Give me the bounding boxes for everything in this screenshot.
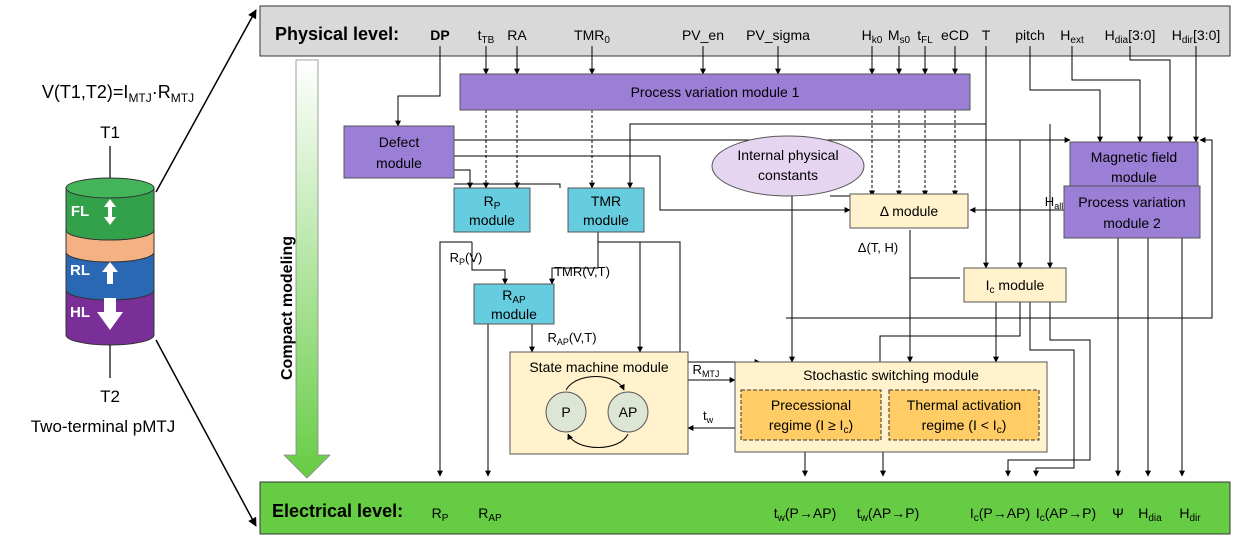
layer-rl-label: RL <box>70 262 90 279</box>
svg-text:Process variation module 1: Process variation module 1 <box>631 84 800 100</box>
output-rap: RAP <box>478 505 502 524</box>
mtj-equation: V(T1,T2)=IMTJ·RMTJ <box>42 82 194 105</box>
param-hdia: Hdia[3:0] <box>1105 27 1156 46</box>
compact-modeling-arrow: Compact modeling <box>279 59 331 479</box>
physical-level-bar <box>259 5 1231 57</box>
param-dp: DP <box>430 27 449 43</box>
layer-hl-label: HL <box>70 304 90 321</box>
electrical-level-bar <box>259 481 1231 535</box>
signal-rmtj: RMTJ <box>693 362 720 379</box>
svg-text:module: module <box>376 155 422 171</box>
stochastic-switching-module: Stochastic switching module Precessional… <box>734 361 1048 453</box>
precessional-regime <box>740 389 882 441</box>
magnetic-field-module: Magnetic field module <box>1069 141 1199 191</box>
physical-parameters: DP tTB RA TMR0 PV_en PV_sigma Hk0 Ms0 tF… <box>430 27 1220 46</box>
state-ap <box>607 391 649 433</box>
svg-text:TMR: TMR <box>591 193 621 209</box>
fl-bidirectional-arrow-icon <box>104 199 116 225</box>
process-variation-module-1: Process variation module 1 <box>459 73 971 111</box>
thermal-activation-regime <box>888 389 1040 441</box>
svg-text:Δ module: Δ module <box>880 203 939 219</box>
compact-modeling-label: Compact modeling <box>279 236 296 380</box>
output-psi: Ψ <box>1112 505 1124 521</box>
rap-module: RAP module <box>473 283 555 325</box>
output-rp: RP <box>432 505 449 524</box>
output-ic-p-ap: Ic(P→AP) <box>970 505 1030 524</box>
output-tw-ap-p: tw(AP→P) <box>857 505 919 524</box>
electrical-level-title: Electrical level: <box>272 501 403 521</box>
pmtj-illustration: V(T1,T2)=IMTJ·RMTJ T1 FL RL HL T2 Two-te… <box>31 9 257 527</box>
state-machine-module: State machine module P AP <box>509 351 689 455</box>
terminal-t1: T1 <box>100 123 120 142</box>
svg-text:Stochastic switching module: Stochastic switching module <box>803 367 979 383</box>
param-hk0: Hk0 <box>862 27 883 46</box>
connections <box>395 46 1213 477</box>
physical-level-title: Physical level: <box>275 24 399 44</box>
param-tmr0: TMR0 <box>574 27 610 46</box>
output-hdir: Hdir <box>1179 505 1201 524</box>
svg-text:Thermal activation: Thermal activation <box>907 397 1021 413</box>
param-ttb: tTB <box>478 27 495 46</box>
layer-fl-label: FL <box>71 203 89 220</box>
param-hdir: Hdir[3:0] <box>1172 27 1221 46</box>
param-tfl: tFL <box>917 27 933 46</box>
svg-text:module: module <box>491 306 537 322</box>
rl-up-arrow-icon <box>102 262 118 284</box>
signal-tmr-vt: TMR(V,T) <box>554 264 610 279</box>
process-variation-module-2: Process variation module 2 <box>1063 185 1201 239</box>
signal-rp-v: RP(V) <box>450 250 483 267</box>
rp-module: RP module <box>453 187 531 233</box>
internal-constants-node: Internal physical constants <box>711 135 865 197</box>
svg-text:Ic module: Ic module <box>986 277 1045 296</box>
param-ecd: eCD <box>941 27 969 43</box>
output-tw-p-ap: tw(P→AP) <box>774 505 836 524</box>
svg-text:module 2: module 2 <box>1103 215 1161 231</box>
param-hext: Hext <box>1060 27 1084 46</box>
svg-text:P: P <box>561 404 570 420</box>
svg-text:Precessional: Precessional <box>771 397 851 413</box>
signal-rap-vt: RAP(V,T) <box>547 330 596 347</box>
pmtj-caption: Two-terminal pMTJ <box>31 417 176 436</box>
electrical-outputs: RP RAP tw(P→AP) tw(AP→P) Ic(P→AP) Ic(AP→… <box>432 505 1202 524</box>
state-p <box>545 391 587 433</box>
ic-module: Ic module <box>963 267 1067 303</box>
signal-labels: RP(V) TMR(V,T) RAP(V,T) RMTJ tw <box>450 250 720 425</box>
output-ic-ap-p: Ic(AP→P) <box>1036 505 1096 524</box>
svg-text:RAP: RAP <box>502 287 526 306</box>
param-pv-en: PV_en <box>682 27 724 43</box>
param-ra: RA <box>507 27 527 43</box>
defect-module: Defect module <box>343 125 455 179</box>
svg-text:RP: RP <box>484 193 501 212</box>
param-t: T <box>982 27 991 43</box>
signal-tw: tw <box>703 408 714 425</box>
svg-text:Magnetic field: Magnetic field <box>1091 149 1177 165</box>
output-hdia: Hdia <box>1138 505 1162 524</box>
svg-text:AP: AP <box>619 404 638 420</box>
param-pitch: pitch <box>1015 27 1045 43</box>
svg-text:regime (I ≥ Ic): regime (I ≥ Ic) <box>769 417 853 436</box>
svg-text:module: module <box>583 212 629 228</box>
svg-text:module: module <box>469 212 515 228</box>
hall-signal: Hall <box>1045 194 1063 211</box>
terminal-t2: T2 <box>100 387 120 406</box>
delta-th-signal: Δ(T, H) <box>858 240 898 255</box>
tmr-module: TMR module <box>567 187 645 233</box>
svg-text:Defect: Defect <box>379 134 420 150</box>
svg-text:module: module <box>1111 169 1157 185</box>
svg-text:Process variation: Process variation <box>1078 194 1185 210</box>
hl-down-arrow-icon <box>97 298 123 330</box>
svg-text:constants: constants <box>758 167 818 183</box>
param-ms0: Ms0 <box>888 27 911 46</box>
delta-module: Δ module <box>849 193 969 229</box>
svg-text:regime (I < Ic): regime (I < Ic) <box>922 417 1007 436</box>
svg-text:Internal physical: Internal physical <box>737 147 838 163</box>
svg-text:State machine module: State machine module <box>529 359 669 375</box>
param-pv-sigma: PV_sigma <box>746 27 810 43</box>
